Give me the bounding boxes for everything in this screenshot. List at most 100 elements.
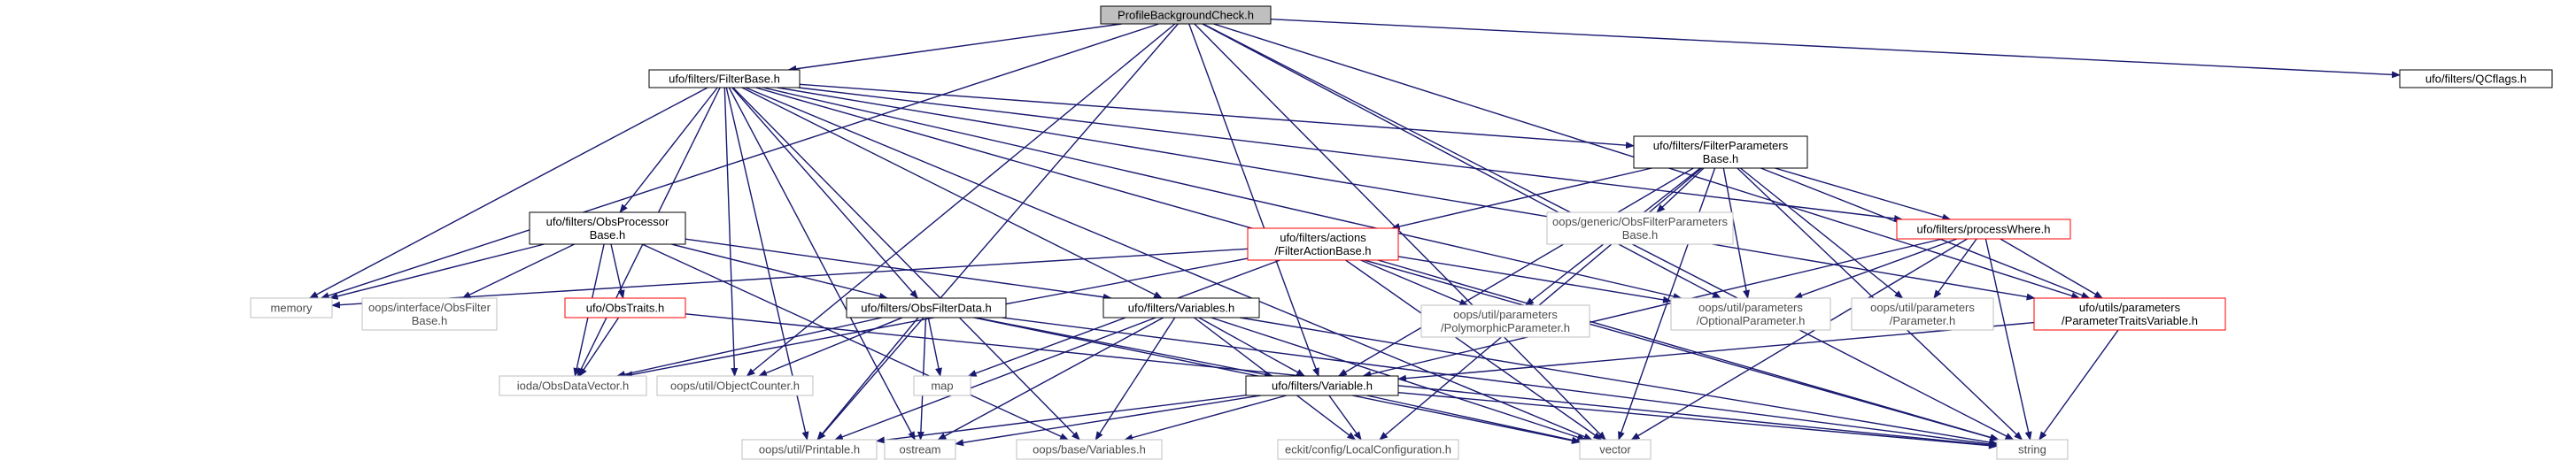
edge-procwhere-to-ptv bbox=[2000, 238, 2103, 299]
dependency-edges bbox=[308, 19, 2401, 449]
edge-filterbase-to-vector bbox=[745, 87, 1593, 441]
node-oopsvars: oops/base/Variables.h bbox=[1016, 439, 1163, 460]
node-iodaovec: ioda/ObsDataVector.h bbox=[499, 375, 647, 396]
node-obstraits[interactable]: ufo/ObsTraits.h bbox=[564, 297, 686, 318]
edge-procwhere-to-variable bbox=[1362, 238, 1943, 378]
edge-faction-to-optparam bbox=[1397, 256, 1672, 303]
edge-filterbase-to-ptv bbox=[777, 87, 2036, 301]
edge-filterbase-to-objcounter bbox=[723, 87, 739, 377]
edge-fparams-to-faction bbox=[1390, 167, 1652, 230]
node-box bbox=[913, 375, 971, 396]
node-label: vector bbox=[1599, 443, 1631, 456]
node-box bbox=[499, 375, 647, 396]
edge-ptv-to-string bbox=[2038, 329, 2119, 441]
node-qcflags[interactable]: ufo/filters/QCflags.h bbox=[2399, 69, 2553, 88]
node-label: ufo/filters/actions bbox=[1280, 231, 1366, 244]
node-map: map bbox=[913, 375, 971, 396]
node-filterbase[interactable]: ufo/filters/FilterBase.h bbox=[648, 69, 801, 88]
node-label: oops/util/parameters bbox=[1698, 301, 1803, 314]
node-box bbox=[1102, 297, 1260, 318]
edge-variable-to-vector bbox=[1366, 395, 1581, 444]
node-procwhere[interactable]: ufo/filters/processWhere.h bbox=[1896, 219, 2071, 240]
node-label: Base.h bbox=[590, 228, 625, 242]
edge-filterbase-to-ofdata bbox=[731, 87, 918, 299]
node-box bbox=[1670, 297, 1831, 331]
edge-obstraits-to-iodaovec bbox=[578, 317, 620, 377]
node-box bbox=[1245, 375, 1399, 396]
node-label: oops/util/parameters bbox=[1453, 308, 1558, 321]
node-label: oops/util/Printable.h bbox=[759, 443, 860, 456]
node-box bbox=[1277, 439, 1459, 460]
node-param: oops/util/parameters/Parameter.h bbox=[1851, 297, 1994, 331]
edge-pbc-to-optparam bbox=[1202, 23, 1721, 299]
edge-fparams-to-procwhere bbox=[1775, 167, 1952, 221]
node-faction[interactable]: ufo/filters/actions/FilterActionBase.h bbox=[1247, 227, 1399, 261]
node-label: ufo/filters/ObsFilterData.h bbox=[861, 302, 991, 315]
node-label: /OptionalParameter.h bbox=[1697, 314, 1806, 327]
edge-variable-to-printable bbox=[876, 395, 1247, 444]
edge-ptv-to-variable bbox=[1397, 321, 2035, 382]
node-box bbox=[656, 375, 814, 396]
node-box bbox=[1016, 439, 1163, 460]
edge-faction-to-string bbox=[1377, 259, 2000, 441]
node-box bbox=[846, 297, 1007, 318]
edge-ofdata-to-printable bbox=[816, 317, 919, 441]
edge-filterbase-to-oopsvars bbox=[732, 87, 1080, 441]
edge-variables-to-ostream bbox=[937, 317, 1164, 441]
node-variable[interactable]: ufo/filters/Variable.h bbox=[1245, 375, 1399, 396]
edge-procwhere-to-optparam bbox=[1793, 238, 1958, 299]
node-label: Base.h bbox=[1622, 228, 1658, 242]
edge-obsproc-to-obstraits bbox=[610, 243, 625, 299]
edge-ofdata-to-string bbox=[1002, 317, 1998, 448]
node-label: /PolymorphicParameter.h bbox=[1441, 321, 1570, 334]
edge-filterbase-to-procwhere bbox=[798, 87, 1903, 222]
edge-obsproc-to-oifb bbox=[461, 243, 576, 299]
edge-fparams-to-param bbox=[1739, 167, 1904, 299]
edge-ofdata-to-iodaovec bbox=[615, 317, 883, 378]
node-label: ufo/ObsTraits.h bbox=[586, 302, 664, 315]
node-label: ioda/ObsDataVector.h bbox=[517, 380, 629, 393]
node-printable: oops/util/Printable.h bbox=[741, 439, 878, 460]
node-label: oops/generic/ObsFilterParameters bbox=[1552, 215, 1728, 228]
node-ostream: ostream bbox=[884, 439, 956, 460]
edge-variable-to-oopsvars bbox=[1124, 395, 1287, 441]
node-label: Base.h bbox=[412, 314, 447, 327]
node-pbc[interactable]: ProfileBackgroundCheck.h bbox=[1100, 5, 1272, 25]
node-label: /ParameterTraitsVariable.h bbox=[2062, 314, 2198, 327]
edge-fparams-to-localconf bbox=[1379, 167, 1703, 441]
node-ofdata[interactable]: ufo/filters/ObsFilterData.h bbox=[846, 297, 1007, 318]
node-box bbox=[1579, 439, 1652, 460]
node-label: eckit/config/LocalConfiguration.h bbox=[1285, 443, 1451, 456]
edge-variable-to-ostream bbox=[955, 395, 1261, 447]
node-label: ufo/filters/FilterBase.h bbox=[669, 73, 780, 86]
edge-pbc-to-vector bbox=[1194, 23, 1606, 441]
edge-pbc-to-objcounter bbox=[746, 23, 1176, 377]
edge-obsproc-to-memory bbox=[329, 243, 545, 300]
node-label: ufo/filters/Variables.h bbox=[1128, 302, 1234, 315]
node-variables[interactable]: ufo/filters/Variables.h bbox=[1102, 297, 1260, 318]
node-box bbox=[2033, 297, 2226, 331]
node-ptv[interactable]: ufo/utils/parameters/ParameterTraitsVari… bbox=[2033, 297, 2226, 331]
node-box bbox=[1100, 5, 1272, 25]
node-label: ostream bbox=[900, 443, 941, 456]
node-objcounter: oops/util/ObjectCounter.h bbox=[656, 375, 814, 396]
node-box bbox=[250, 297, 333, 318]
node-box bbox=[1896, 219, 2071, 240]
edge-variables-to-string bbox=[1239, 317, 1998, 446]
node-label: oops/util/parameters bbox=[1870, 301, 1975, 314]
edge-fparams-to-ogen bbox=[1656, 167, 1705, 213]
edge-variables-to-variable bbox=[1198, 317, 1305, 377]
node-box bbox=[741, 439, 878, 460]
node-label: oops/interface/ObsFilter bbox=[368, 301, 491, 314]
edge-fparams-to-variable bbox=[1337, 167, 1694, 377]
node-label: memory bbox=[271, 302, 313, 315]
edge-obsproc-to-variables bbox=[685, 238, 1112, 301]
dependency-nodes: ProfileBackgroundCheck.h ufo/filters/Filt… bbox=[250, 5, 2553, 460]
node-label: Base.h bbox=[1703, 152, 1738, 165]
edge-filterbase-to-memory bbox=[308, 87, 708, 299]
node-label: ufo/filters/Variable.h bbox=[1272, 380, 1373, 393]
node-label: string bbox=[2018, 443, 2046, 456]
edge-filterbase-to-ostream bbox=[728, 87, 916, 441]
